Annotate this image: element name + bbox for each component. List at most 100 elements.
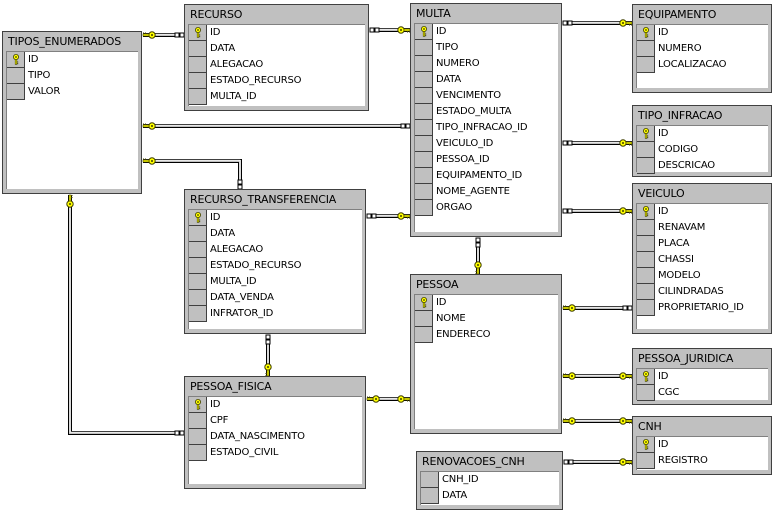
table-title[interactable]: TIPO_INFRACAO [638,109,723,122]
row-selector[interactable] [189,226,207,242]
row-selector[interactable] [637,385,655,401]
column-row[interactable]: PROPRIETARIO_ID [637,300,768,316]
rel-multa-pessoa[interactable] [474,237,482,275]
row-selector[interactable] [7,84,25,100]
row-selector[interactable] [637,252,655,268]
column-row[interactable]: ALEGACAO [189,242,362,258]
row-selector[interactable] [415,311,433,327]
rel-recurso-transferencia-pessoa-fisica[interactable] [264,334,272,377]
column-row[interactable]: DATA [421,488,559,504]
column-row[interactable]: ESTADO_CIVIL [189,445,362,461]
row-selector[interactable] [415,24,433,40]
row-selector[interactable] [189,258,207,274]
row-selector[interactable] [189,210,207,226]
row-selector[interactable] [637,204,655,220]
column-row[interactable]: ALEGACAO [189,57,365,73]
column-row[interactable]: ID [637,369,768,385]
column-row[interactable]: LOCALIZACAO [637,57,768,73]
row-selector[interactable] [415,152,433,168]
row-selector[interactable] [421,488,439,504]
row-selector[interactable] [189,429,207,445]
column-row[interactable]: ID [189,25,365,41]
row-selector[interactable] [637,437,655,453]
row-selector[interactable] [189,290,207,306]
row-selector[interactable] [189,57,207,73]
table-title[interactable]: RECURSO [190,8,243,21]
table-title[interactable]: RENOVACOES_CNH [422,455,525,468]
rel-multa-tipo-infracao[interactable] [562,139,633,147]
column-row[interactable]: NOME [415,311,558,327]
row-selector[interactable] [7,68,25,84]
row-selector[interactable] [415,120,433,136]
table-title[interactable]: TIPOS_ENUMERADOS [8,35,122,48]
row-selector[interactable] [415,168,433,184]
table-title[interactable]: PESSOA [416,278,459,291]
column-row[interactable]: ID [637,204,768,220]
row-selector[interactable] [415,184,433,200]
column-row[interactable]: ESTADO_MULTA [415,104,558,120]
row-selector[interactable] [637,300,655,316]
column-row[interactable]: DESCRICAO [637,158,768,174]
rel-multa-veiculo[interactable] [562,207,633,215]
row-selector[interactable] [637,57,655,73]
column-row[interactable]: DATA [415,72,558,88]
column-row[interactable]: CGC [637,385,768,401]
column-row[interactable]: ESTADO_RECURSO [189,73,365,89]
table-title[interactable]: MULTA [416,7,451,20]
column-row[interactable]: DATA_VENDA [189,290,362,306]
row-selector[interactable] [421,472,439,488]
rel-recurso-tipos-enumerados[interactable] [142,31,185,39]
row-selector[interactable] [189,242,207,258]
column-row[interactable]: CHASSI [637,252,768,268]
row-selector[interactable] [415,72,433,88]
column-row[interactable]: ORGAO [415,200,558,216]
column-row[interactable]: MULTA_ID [189,274,362,290]
column-row[interactable]: ID [189,210,362,226]
column-row[interactable]: REGISTRO [637,453,768,469]
row-selector[interactable] [637,236,655,252]
column-row[interactable]: DATA [189,226,362,242]
row-selector[interactable] [637,126,655,142]
column-row[interactable]: TIPO [415,40,558,56]
row-selector[interactable] [637,220,655,236]
column-row[interactable]: ID [415,295,558,311]
row-selector[interactable] [415,327,433,343]
column-row[interactable]: EQUIPAMENTO_ID [415,168,558,184]
column-row[interactable]: ID [415,24,558,40]
column-row[interactable]: NUMERO [415,56,558,72]
column-row[interactable]: NUMERO [637,41,768,57]
column-row[interactable]: VENCIMENTO [415,88,558,104]
row-selector[interactable] [637,25,655,41]
row-selector[interactable] [7,52,25,68]
rel-pessoa-fisica-pessoa[interactable] [366,395,411,403]
row-selector[interactable] [637,284,655,300]
column-row[interactable]: ENDERECO [415,327,558,343]
rel-veiculo-pessoa[interactable] [562,304,633,312]
rel-multa-tipos-enumerados[interactable] [142,122,411,130]
column-row[interactable]: PLACA [637,236,768,252]
column-row[interactable]: ID [637,126,768,142]
rel-recurso-multa[interactable] [369,26,411,34]
column-row[interactable]: RENAVAM [637,220,768,236]
column-row[interactable]: NOME_AGENTE [415,184,558,200]
column-row[interactable]: PESSOA_ID [415,152,558,168]
row-selector[interactable] [189,73,207,89]
row-selector[interactable] [189,89,207,105]
column-row[interactable]: CNH_ID [421,472,559,488]
column-row[interactable]: ID [637,437,768,453]
column-row[interactable]: ID [7,52,138,68]
column-row[interactable]: DATA_NASCIMENTO [189,429,362,445]
row-selector[interactable] [415,88,433,104]
rel-renovacoes-cnh-cnh[interactable] [563,458,633,466]
column-row[interactable]: VEICULO_ID [415,136,558,152]
